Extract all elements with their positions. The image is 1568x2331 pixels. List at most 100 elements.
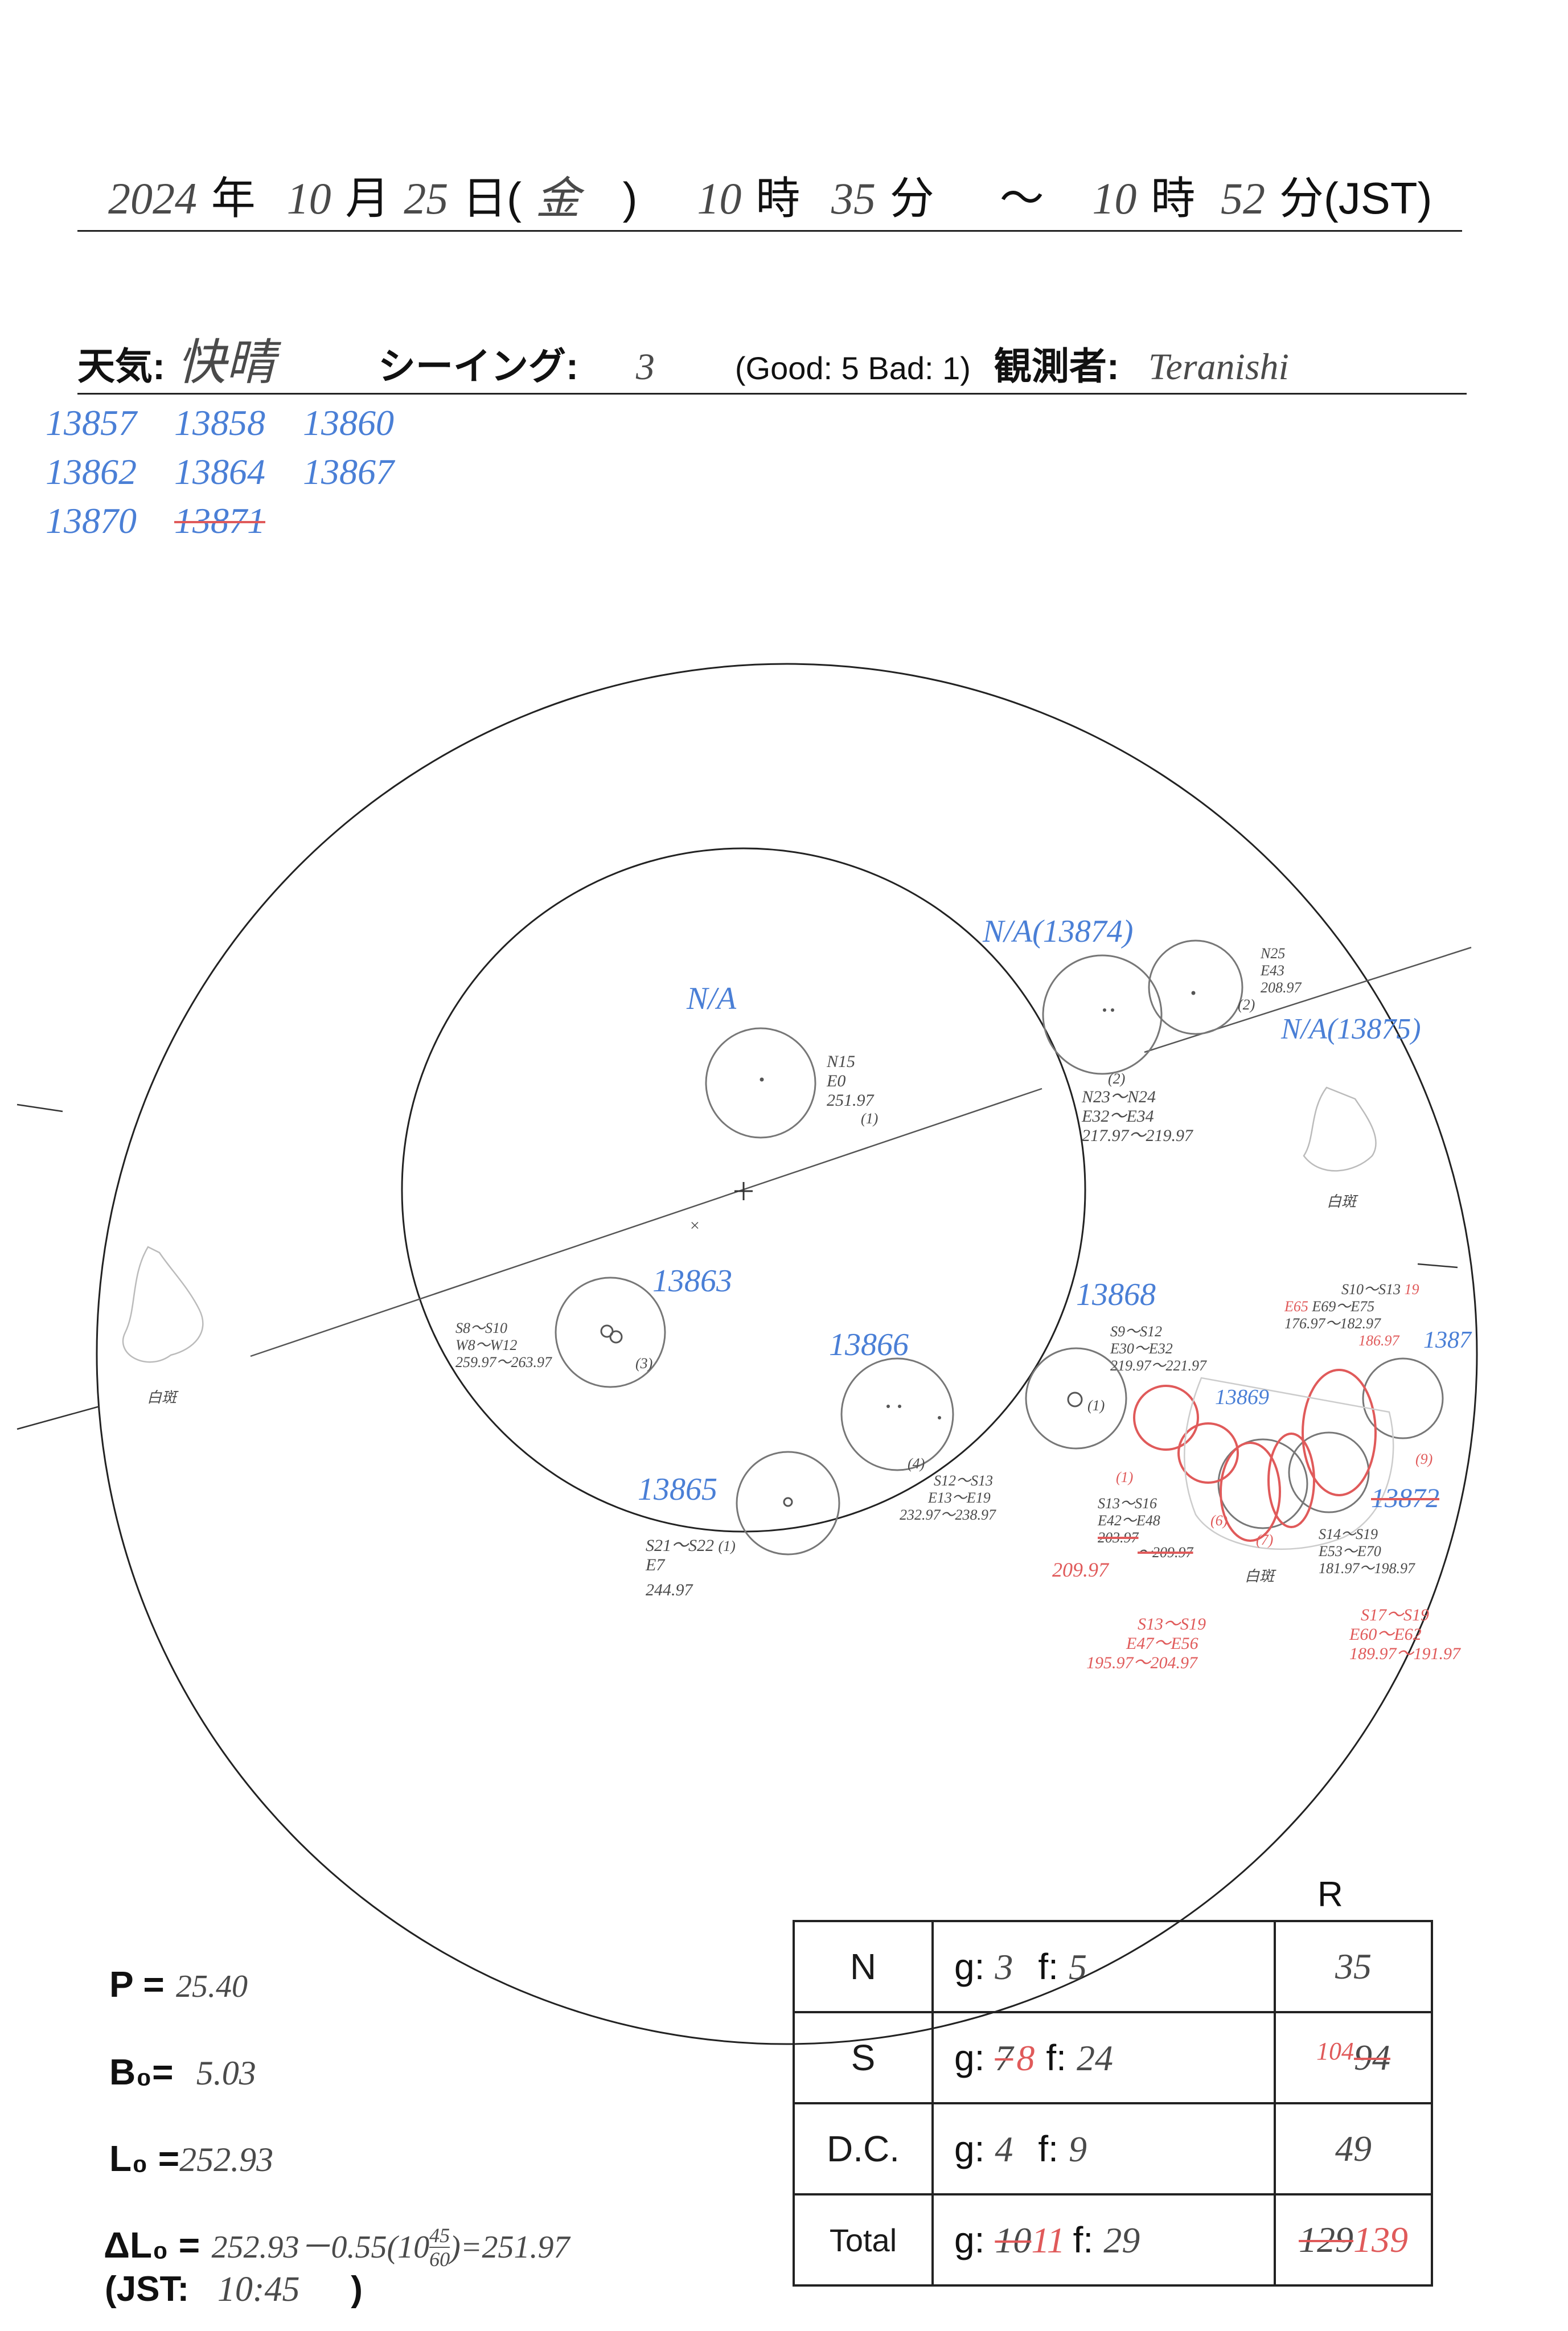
- year-unit: 年: [211, 173, 256, 223]
- r-cell: 129139: [1274, 2193, 1433, 2287]
- start-hour: 10: [697, 174, 742, 223]
- note-long-fix: 186.97: [1358, 1332, 1399, 1349]
- jst-value: 10:45: [217, 2270, 300, 2309]
- g-value: 4: [995, 2128, 1013, 2169]
- param-b0: B₀= 5.03: [109, 2051, 256, 2092]
- r-column-header: R: [1317, 1875, 1343, 1914]
- region-list: 13857 13858 13860 13862 13864 13867 1387…: [46, 399, 394, 545]
- spot-dot: [898, 1405, 901, 1408]
- spot-dot: [886, 1405, 890, 1408]
- note-lat-fix: 19: [1404, 1281, 1419, 1298]
- notes-count-1: (1): [1116, 1469, 1134, 1485]
- note-long: 251.97: [827, 1091, 874, 1110]
- note-lat: N15: [827, 1052, 856, 1071]
- equator-line-right: [1144, 946, 1472, 1053]
- note-long: 217.97～219.97: [1082, 1126, 1193, 1145]
- spot-group-1387x: [1362, 1357, 1444, 1439]
- note-count: (2): [1238, 996, 1255, 1013]
- b0-value: 5.03: [196, 2054, 256, 2092]
- p-value: 25.40: [176, 1969, 248, 2004]
- note-long: 208.97: [1261, 979, 1302, 996]
- header-underline: [77, 230, 1462, 232]
- note-count: (1): [861, 1110, 879, 1127]
- year: 2024: [108, 174, 197, 223]
- f-value: 24: [1076, 2037, 1113, 2078]
- label-13868: 13868: [1076, 1277, 1156, 1312]
- label-1387x: 1387: [1423, 1327, 1471, 1353]
- notes-south-red: S13～S19 E47～E56 195.97～204.97: [1086, 1615, 1206, 1673]
- cross-mark: ×: [689, 1216, 701, 1235]
- note-count: (2): [1108, 1070, 1126, 1087]
- facula-label-lower: 白斑: [1245, 1568, 1275, 1585]
- r-cell: 10494: [1274, 2011, 1433, 2104]
- notes-east-top: S10～S13 19 E65 E69～E75 176.97～182.97 186…: [1284, 1281, 1419, 1349]
- notes-13865: S21～S22 (1) E7 244.97: [646, 1536, 736, 1600]
- equator-line-main: [250, 1087, 1042, 1357]
- row-label: Total: [793, 2193, 934, 2287]
- spot-dot: [760, 1077, 764, 1082]
- param-p: P = 25.40: [109, 1964, 248, 2005]
- dl-expression: 252.93－0.55(10: [211, 2230, 430, 2265]
- spot-dot: [1111, 1008, 1114, 1012]
- region-number: 13857: [46, 403, 137, 443]
- r-value: 49: [1335, 2128, 1372, 2169]
- conditions-line: 天気: 快晴 シーイング: 3 (Good: 5 Bad: 1) 観測者: Te…: [77, 337, 1289, 394]
- label-13866: 13866: [829, 1327, 909, 1363]
- g-correction: 11: [1031, 2219, 1065, 2260]
- row-label: D.C.: [793, 2102, 934, 2195]
- weather-label: 天気:: [77, 345, 165, 387]
- label-na-center: N/A: [687, 981, 737, 1016]
- note-long-new: 209.97: [1052, 1558, 1109, 1581]
- month: 10: [286, 174, 331, 223]
- facula-outline-lower: [1184, 1377, 1394, 1550]
- region-number-struck: 13871: [174, 500, 265, 541]
- region-number: 13867: [303, 452, 394, 492]
- spot-group-na-center: [705, 1027, 816, 1139]
- notes-na-center: N15 E0 251.97 (1): [827, 1052, 878, 1127]
- note-long: 195.97～204.97: [1086, 1653, 1197, 1672]
- hour-unit: 時: [756, 173, 801, 223]
- spot-group-13874: [1042, 954, 1163, 1075]
- g-value: 3: [995, 1946, 1013, 1987]
- note-lat: S12～S13: [934, 1472, 994, 1489]
- region-number: 13870: [46, 500, 137, 541]
- red-group-circle: [1133, 1385, 1199, 1451]
- note-count: (1): [718, 1538, 736, 1554]
- note-cm: E69～E75: [1312, 1298, 1375, 1315]
- spot-group-13868: [1025, 1347, 1127, 1450]
- weekday-close: ): [622, 173, 638, 223]
- note-long: 176.97～182.97: [1284, 1315, 1381, 1332]
- note-cm: E30～E32: [1110, 1340, 1173, 1357]
- r-value-old: 129: [1299, 2219, 1353, 2260]
- seeing-scale: (Good: 5 Bad: 1): [734, 350, 971, 386]
- weekday: 金: [535, 174, 580, 223]
- r-cell: 35: [1274, 1920, 1433, 2013]
- l0-value: 252.93: [179, 2141, 274, 2178]
- note-lat: S21～S22: [646, 1536, 714, 1555]
- region-number: 13860: [303, 403, 394, 443]
- note-count: (3): [635, 1355, 653, 1372]
- note-long: 189.97～191.97: [1349, 1644, 1460, 1663]
- label-na-13875: N/A(13875): [1281, 1013, 1421, 1045]
- spot-dot: [938, 1416, 941, 1419]
- f-value: 5: [1068, 1946, 1087, 1987]
- g-value-old: 10: [995, 2219, 1032, 2260]
- month-unit: 月: [345, 173, 390, 223]
- left-tick: [17, 1103, 63, 1113]
- outer-disk-circle: [96, 663, 1478, 2045]
- note-lat: S17～S19: [1361, 1606, 1429, 1624]
- row-label: S: [793, 2011, 934, 2104]
- spot-umbra: [600, 1324, 614, 1338]
- red-group-circle: [1220, 1442, 1281, 1542]
- conditions-underline: [77, 393, 1467, 395]
- seeing-value: 3: [635, 346, 655, 388]
- note-cm: E0: [827, 1072, 846, 1090]
- spot-dot: [1191, 991, 1196, 995]
- r-cell: 49: [1274, 2102, 1433, 2195]
